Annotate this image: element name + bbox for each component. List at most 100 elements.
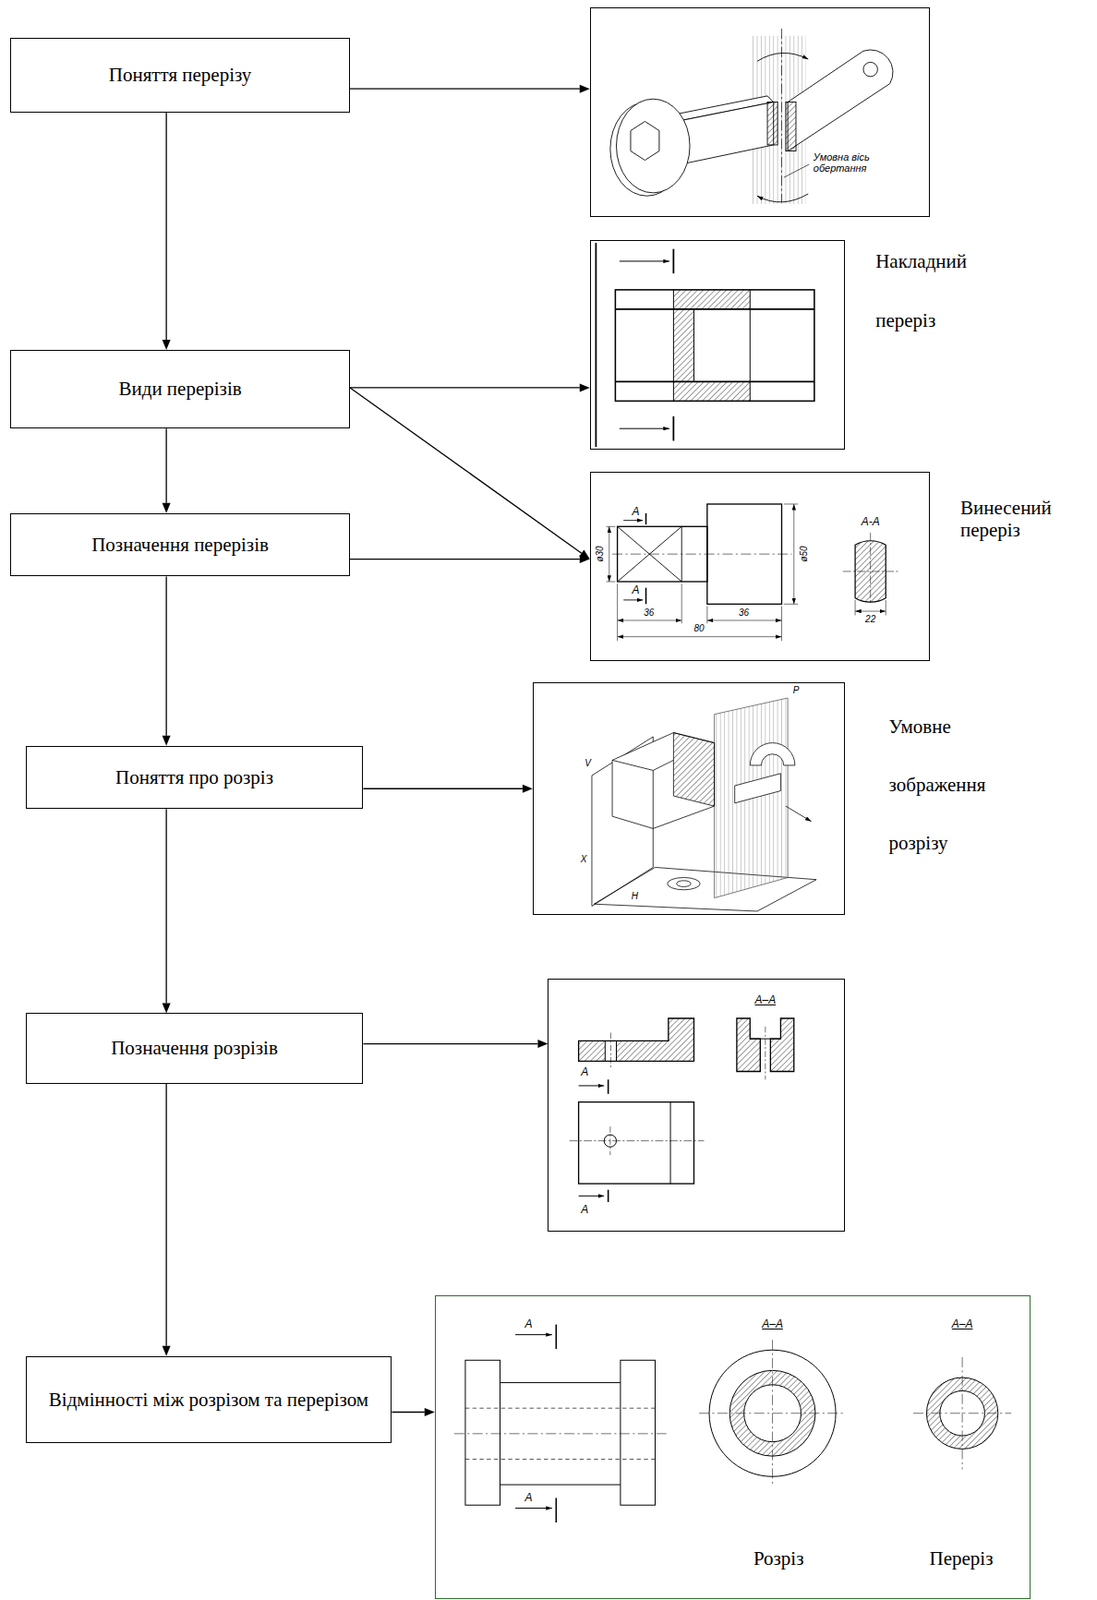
box-label: Позначення перерізів [91, 532, 269, 557]
flow-arrow [391, 1408, 434, 1417]
overlay-section-drawing-part [673, 289, 750, 310]
cut-planes-illustration-part [714, 698, 789, 899]
section-marking-drawing-part [578, 1084, 605, 1086]
caption-text: Накладний переріз [875, 231, 982, 350]
concept-box: Види перерізів [10, 349, 350, 429]
section-marking-drawing-part [569, 1140, 705, 1142]
shaft-drawing-part [617, 526, 683, 582]
overlay-section-drawing-part [595, 242, 598, 447]
shaft-drawing-part-part [616, 583, 618, 641]
shaft-drawing-part-part [793, 504, 795, 604]
shaft-drawing-part-part [617, 619, 683, 621]
arrow-head [579, 383, 591, 392]
flow-arrow [162, 1084, 171, 1357]
box-label: Поняття про розріз [115, 765, 274, 790]
arrow-line [165, 428, 167, 504]
shaft-drawing-part [617, 526, 683, 582]
wrench-illustration-part [781, 28, 783, 203]
section-marking-drawing-part [607, 1079, 610, 1094]
arrow-line [349, 87, 580, 89]
spool-comparison-drawing-part [555, 1325, 558, 1351]
wrench-illustration-part [783, 164, 810, 178]
arrow-head [424, 1408, 435, 1417]
spool-comparison-drawing-part [515, 1334, 553, 1336]
cut-planes-illustration-part [667, 877, 700, 890]
flow-arrow [162, 112, 171, 351]
overlay-section-drawing-part [619, 260, 670, 262]
spool-comparison-drawing-part [771, 1339, 773, 1487]
section-marking-drawing-part [615, 1040, 617, 1061]
arrow-line [362, 1043, 538, 1045]
illustration-frame: Винесений перерізAA-Aø30ø50A36368022 [590, 471, 930, 663]
section-letter: A [524, 1318, 532, 1330]
spool-comparison-drawing [454, 1325, 1012, 1523]
box-label: Поняття перерізу [108, 62, 253, 87]
shaft-drawing-part-part [855, 600, 856, 616]
spool-comparison-drawing-part [465, 1360, 501, 1506]
arrow-head [579, 84, 591, 94]
box-label: Види перерізів [118, 376, 242, 401]
concept-box: Позначення перерізів [10, 513, 350, 578]
arrow-head [579, 554, 591, 564]
wrench-illustration-part [615, 98, 690, 193]
section-marking-drawing-part [607, 1190, 610, 1203]
dimension-text: 22 [865, 614, 876, 625]
arrow-line [165, 1084, 167, 1347]
arrow-head [162, 503, 171, 514]
section-marking-drawing-part [578, 1040, 606, 1061]
spool-comparison-drawing-part [454, 1433, 669, 1435]
box-label: Відмінності між розрізом та перерізом [48, 1387, 369, 1412]
wrench-illustration-part [863, 61, 878, 76]
section-marking-drawing-part [604, 1040, 606, 1061]
shaft-drawing-part-part [781, 606, 783, 642]
section-letter: A [524, 1492, 532, 1504]
shaft-drawing-part-part [706, 606, 708, 625]
overlay-section-drawing-part [749, 289, 751, 401]
shaft-drawing-part [707, 504, 783, 604]
flow-arrow [362, 1039, 548, 1049]
section-letter: A–A [754, 994, 776, 1006]
section-marking-drawing-part [764, 1026, 766, 1080]
overlay-section-drawing-part [673, 381, 750, 401]
section-letter: A [631, 584, 639, 596]
arrow-head [162, 1002, 171, 1013]
wrench-illustration [610, 28, 893, 205]
section-marking-drawing-part [770, 1018, 794, 1072]
section-marking-drawing-part [578, 1018, 695, 1061]
section-letter: A [580, 1204, 589, 1216]
illustration-frame: Умовна вісь обертання [590, 7, 930, 218]
wrench-illustration-part [630, 121, 660, 161]
dimension-text: 36 [738, 608, 749, 618]
overlay-section-drawing [595, 242, 814, 447]
caption-text: Умовне зображення розрізу [889, 698, 1005, 873]
illustration-frame: A–A A A [547, 978, 845, 1232]
flow-arrow [349, 383, 591, 392]
cut-planes-illustration [591, 698, 817, 912]
shaft-drawing-part-part [617, 636, 783, 638]
shaft-drawing-part-part [783, 503, 798, 505]
section-letter: A [580, 1066, 589, 1078]
shaft-drawing [605, 504, 898, 641]
spool-comparison-drawing-part [500, 1382, 621, 1384]
flow-arrow [349, 554, 591, 564]
section-marking-drawing-part [736, 1018, 760, 1072]
arrow-head [162, 735, 171, 747]
overlay-section-drawing-part [673, 309, 694, 382]
section-letter: X [580, 855, 588, 865]
section-letter: A-A [861, 516, 881, 528]
shaft-drawing-part [645, 513, 648, 525]
flow-arrow [362, 784, 532, 794]
section-letter: A [631, 506, 639, 518]
caption-text: Переріз [929, 1549, 994, 1569]
cut-planes-illustration-part [676, 880, 691, 888]
cut-planes-illustration-part [749, 743, 796, 766]
illustration-frame: AA–AA–AAРозрізПереріз [434, 1295, 1031, 1599]
spool-comparison-drawing-part [465, 1458, 656, 1460]
flow-arrow [162, 576, 171, 746]
shaft-drawing-part [617, 526, 708, 582]
wrench-illustration-part [767, 102, 778, 145]
overlay-section-drawing-part [614, 381, 814, 384]
caption-text: Розріз [753, 1549, 805, 1569]
section-marking-drawing [569, 1018, 795, 1203]
spool-comparison-drawing-part [555, 1497, 558, 1523]
